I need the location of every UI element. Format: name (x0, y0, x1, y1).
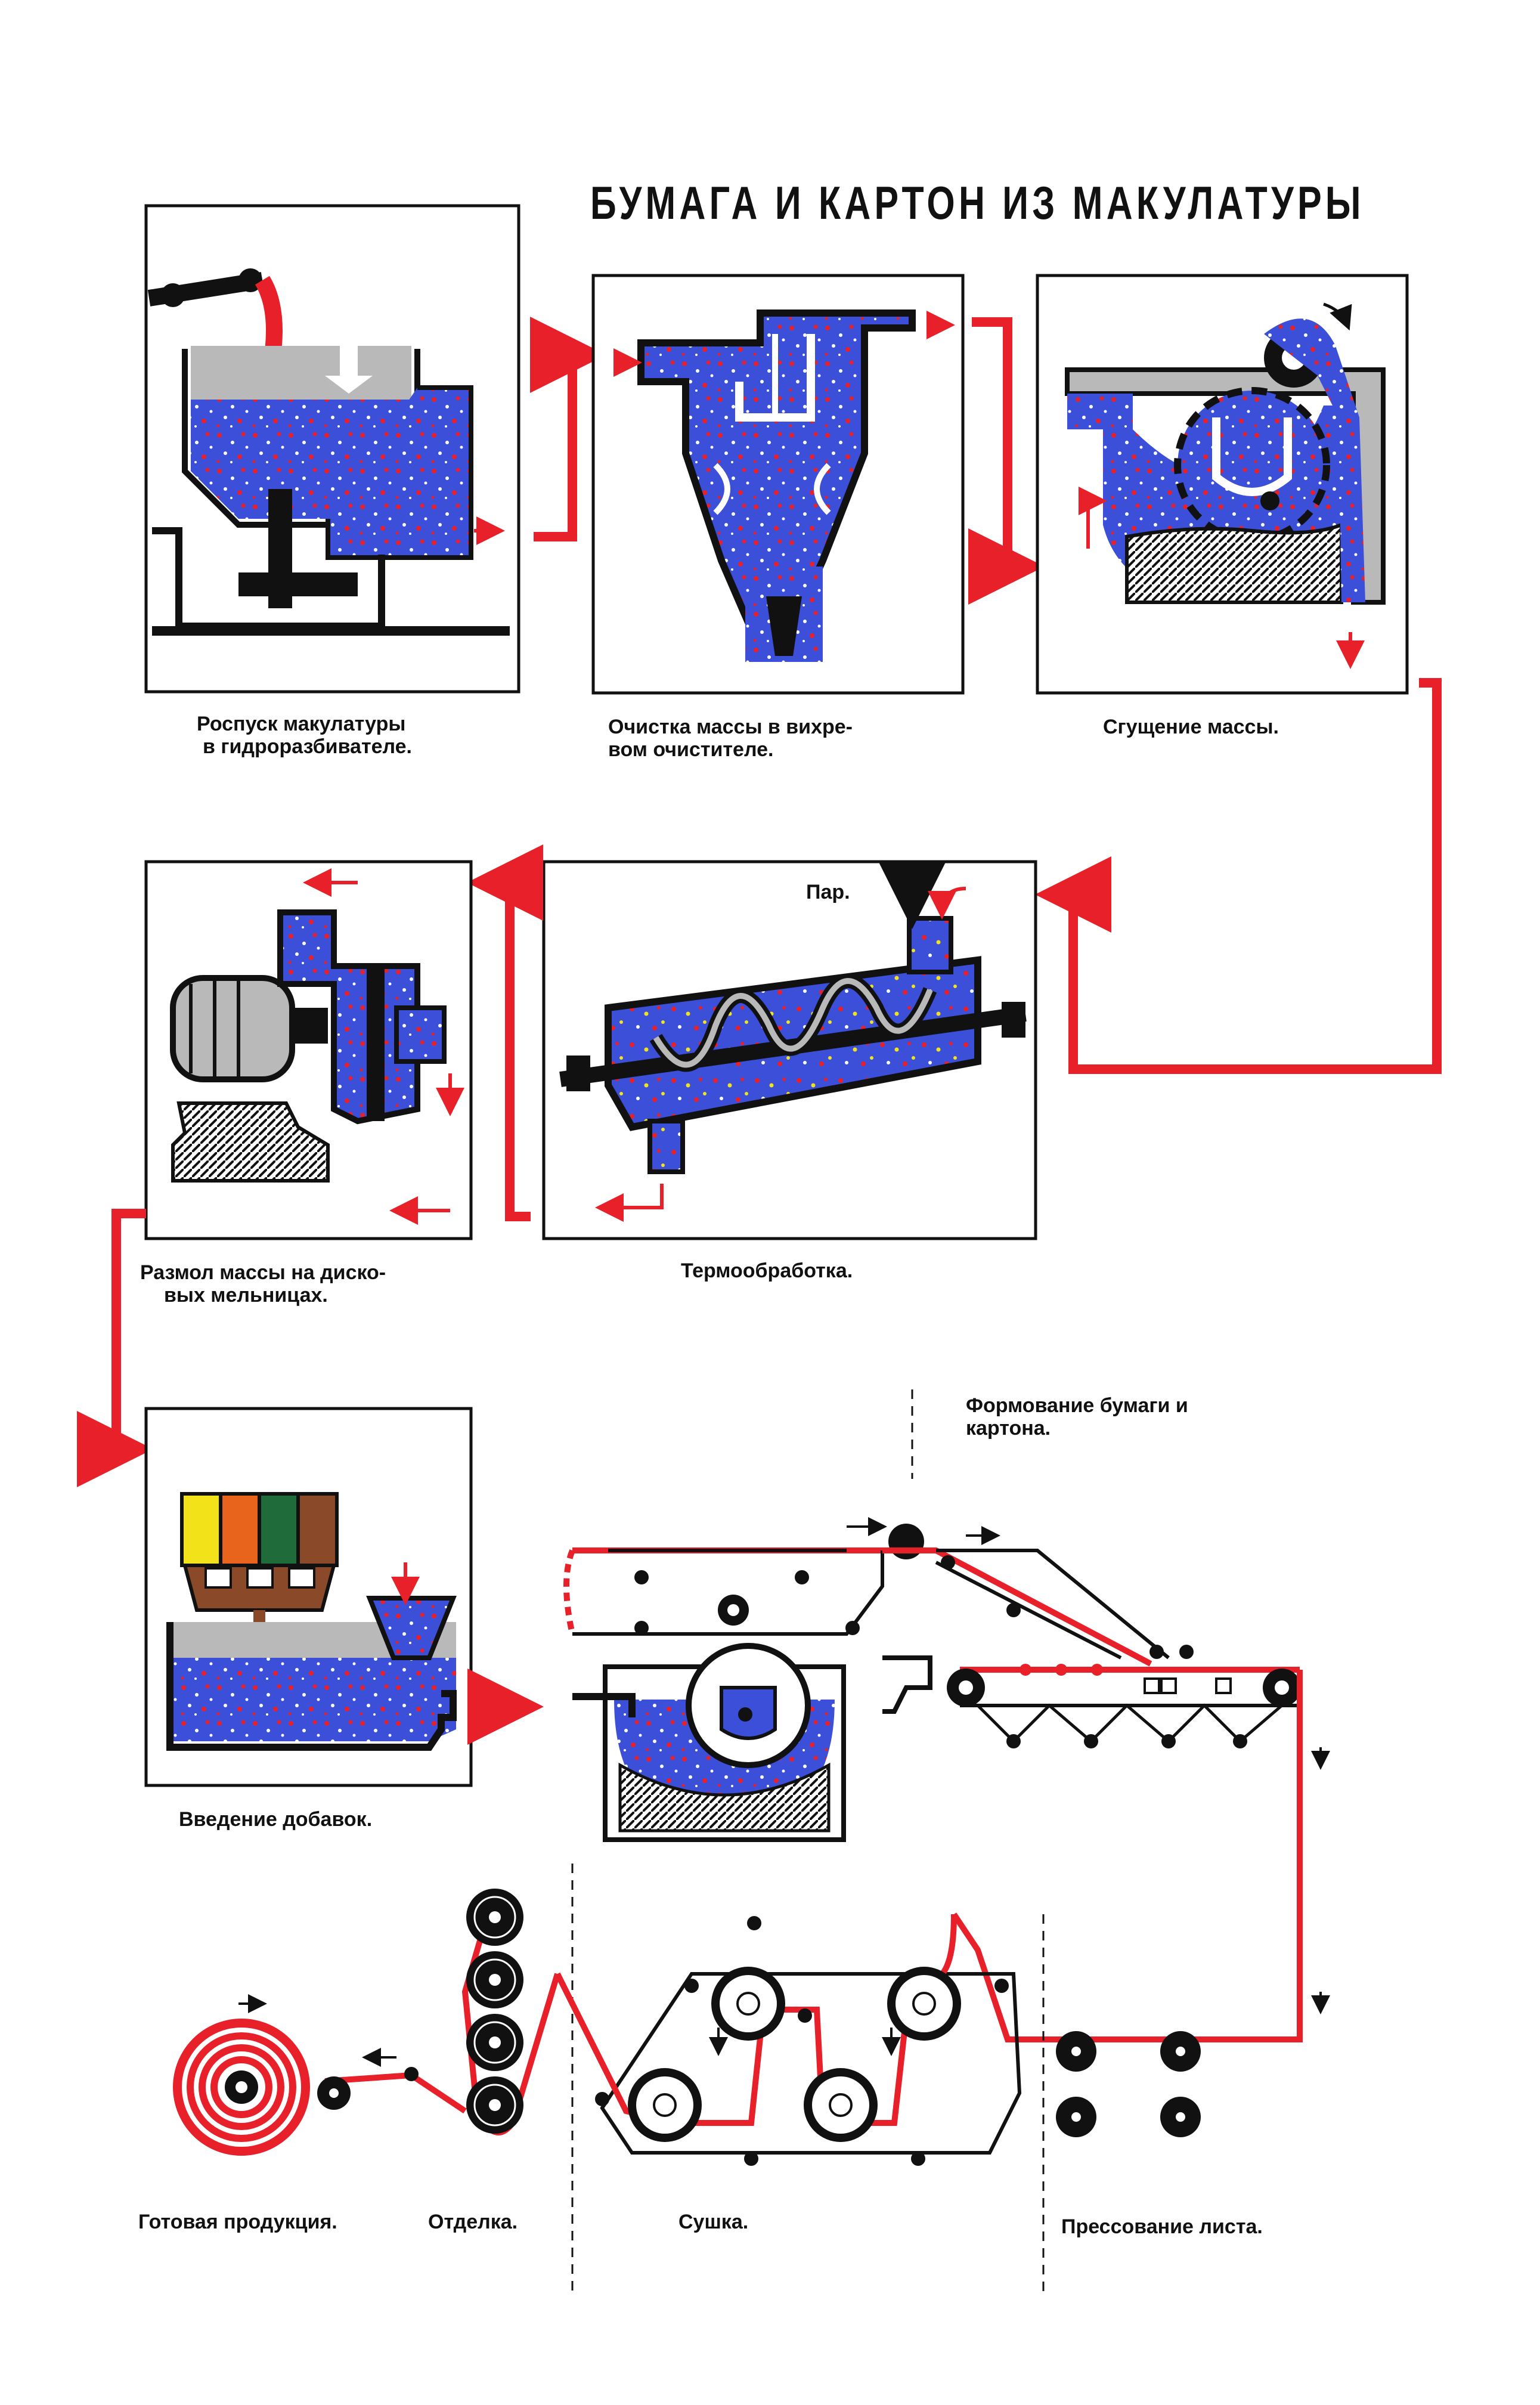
panel-additives (144, 1407, 473, 1787)
caption-finishing: Отделка. (428, 2211, 518, 2233)
caption-repulping-2: в гидроразбивателе. (203, 735, 412, 758)
caption-refining-2: вых мельницах. (164, 1284, 328, 1307)
panel-thickening (1036, 274, 1409, 695)
flow-arrow-1 (530, 317, 606, 541)
caption-repulping-1: Роспуск макулатуры (197, 713, 405, 735)
caption-thickening: Сгущение массы. (1103, 716, 1279, 738)
flow-arrow-5 (77, 1209, 153, 1487)
page-title: БУМАГА И КАРТОН ИЗ МАКУЛАТУРЫ (590, 177, 1365, 229)
forming-section (563, 1389, 1301, 1842)
panel-repulping (144, 204, 520, 694)
pressing-section (951, 1670, 1330, 2296)
caption-heat-treatment: Термообработка. (681, 1259, 853, 1282)
panel-cleaning (591, 274, 965, 695)
drying-section (554, 1864, 1022, 2296)
caption-additives: Введение добавок. (179, 1808, 372, 1831)
product-roll (173, 1994, 310, 2156)
caption-forming-2: картона. (966, 1417, 1051, 1440)
finishing-section (317, 1889, 560, 2135)
caption-cleaning-1: Очистка массы в вихре- (608, 716, 853, 738)
caption-drying: Сушка. (678, 2211, 748, 2233)
caption-cleaning-2: вом очистителе. (608, 738, 773, 761)
panel-refining (144, 860, 473, 1240)
caption-refining-1: Размол массы на диско- (140, 1261, 386, 1284)
caption-pressing: Прессование листа. (1061, 2215, 1263, 2238)
panel-heat-treatment (542, 860, 1037, 1240)
flow-arrow-3 (1035, 678, 1442, 1074)
caption-forming-1: Формование бумаги и (966, 1394, 1188, 1417)
flow-arrow-4 (467, 844, 543, 1221)
caption-product: Готовая продукция. (138, 2211, 337, 2233)
steam-label: Пар. (806, 881, 850, 903)
flow-arrow-2 (968, 317, 1045, 605)
